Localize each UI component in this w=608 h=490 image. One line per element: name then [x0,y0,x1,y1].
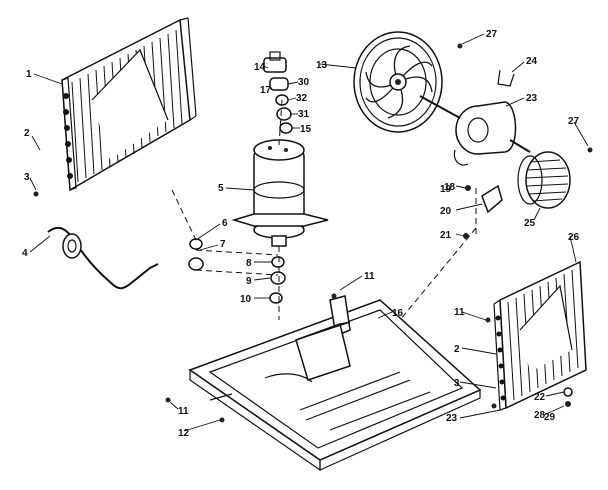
label-18: 18 [444,182,456,193]
label-23-bottom: 23 [446,413,458,424]
label-10: 10 [240,294,252,305]
label-19: 19 [440,184,452,195]
label-11-top: 11 [364,271,375,282]
compressor [231,139,329,247]
label-30: 30 [298,77,310,88]
label-12: 12 [178,428,190,439]
label-27-top: 27 [486,29,498,40]
label-21: 21 [440,230,452,241]
wire-bracket [47,226,159,290]
assembly-lines [171,99,477,321]
label-11-right: 11 [454,307,465,318]
condenser-coil [61,17,197,192]
label-9: 9 [246,276,252,287]
label-26: 26 [568,232,580,243]
label-5: 5 [218,183,224,194]
screws [33,43,593,423]
label-13: 13 [316,60,328,71]
label-2: 2 [24,128,30,139]
base-pan [188,295,482,472]
label-27-right: 27 [568,116,580,127]
label-7: 7 [220,239,226,250]
label-14: 14 [254,62,266,73]
label-8: 8 [246,258,252,269]
label-20: 20 [440,206,452,217]
part-labels: 1 2 3 4 5 6 7 8 9 10 11 11 11 12 13 14 1… [22,29,580,439]
label-29: 29 [544,412,556,423]
label-11-left: 11 [178,406,189,417]
label-32: 32 [296,93,308,104]
label-3-right: 3 [454,378,460,389]
leader-lines [29,33,589,432]
label-28: 28 [534,410,546,421]
label-4: 4 [22,248,28,259]
label-1: 1 [26,69,32,80]
fan-shroud [353,31,443,133]
fan-motor [419,95,531,166]
label-3: 3 [24,172,30,183]
label-6: 6 [222,218,228,229]
blower-wheel [517,151,571,209]
label-24: 24 [526,56,538,67]
label-17: 17 [260,85,272,96]
label-16: 16 [392,308,404,319]
label-23-top: 23 [526,93,538,104]
evaporator-coil [493,260,587,411]
label-15: 15 [300,124,312,135]
label-2-right: 2 [454,344,460,355]
label-31: 31 [298,109,310,120]
motor-bracket [481,69,515,214]
label-22: 22 [534,392,546,403]
label-25: 25 [524,218,536,229]
